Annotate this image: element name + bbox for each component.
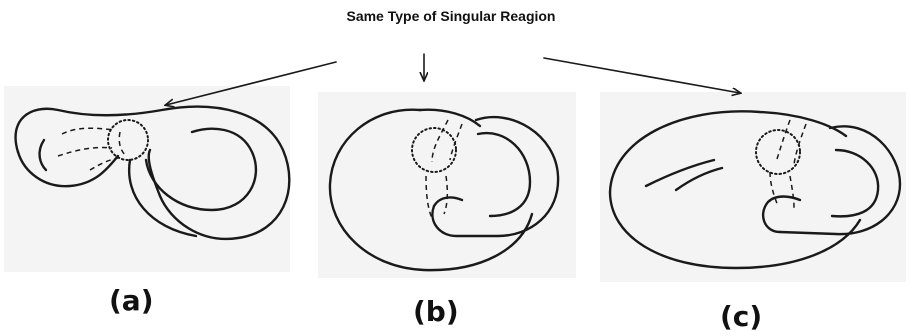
panel-c-label: (c) <box>720 300 763 333</box>
singular-region-c <box>755 129 801 175</box>
surface-b-hidden-down-2 <box>443 175 449 215</box>
surface-a-hidden-mid <box>57 146 113 157</box>
surface-b-hidden-left <box>431 119 449 163</box>
surface-c-outer-top <box>608 110 848 194</box>
surface-b-hidden-down <box>425 175 435 223</box>
surface-a <box>14 105 291 241</box>
figure-title: Same Type of Singular Reagion <box>346 8 556 24</box>
surface-c-hidden-left <box>775 119 791 163</box>
surface-a-outline <box>14 105 291 241</box>
surface-c-handle-inner <box>830 148 880 218</box>
surface-a-slit <box>38 138 48 172</box>
surface-b-sphere <box>328 108 534 272</box>
surface-b-handle-outer <box>431 115 560 238</box>
surface-c-outer-bottom <box>608 190 862 270</box>
surface-a-handle-left <box>127 158 198 238</box>
panel-b-label: (b) <box>413 295 459 328</box>
surface-b-sphere-top <box>418 108 482 128</box>
surface-c-hidden-down <box>769 171 779 207</box>
surface-b-handle-inner <box>476 131 532 218</box>
surface-a-hidden-bottom <box>89 157 119 171</box>
surface-a-hidden-neck <box>118 131 127 157</box>
surface-c-hidden-down-2 <box>789 175 795 209</box>
surface-a-hidden-top <box>61 127 115 135</box>
surface-c <box>608 110 902 270</box>
surface-a-handle-right <box>144 127 258 212</box>
surface-c-hole-upper <box>644 158 716 188</box>
surface-c-handle-tip <box>761 195 802 234</box>
surface-b <box>328 108 560 272</box>
surface-a-mouth <box>16 150 120 188</box>
arrow-to-c <box>543 57 740 93</box>
surface-c-hole-lower <box>674 166 724 192</box>
surface-c-handle-outer <box>778 125 902 236</box>
singular-region-a <box>107 119 149 161</box>
singular-region-b <box>411 127 457 173</box>
panel-a-label: (a) <box>109 284 154 317</box>
arrow-to-a <box>166 61 337 105</box>
panel-a-background <box>4 86 290 272</box>
